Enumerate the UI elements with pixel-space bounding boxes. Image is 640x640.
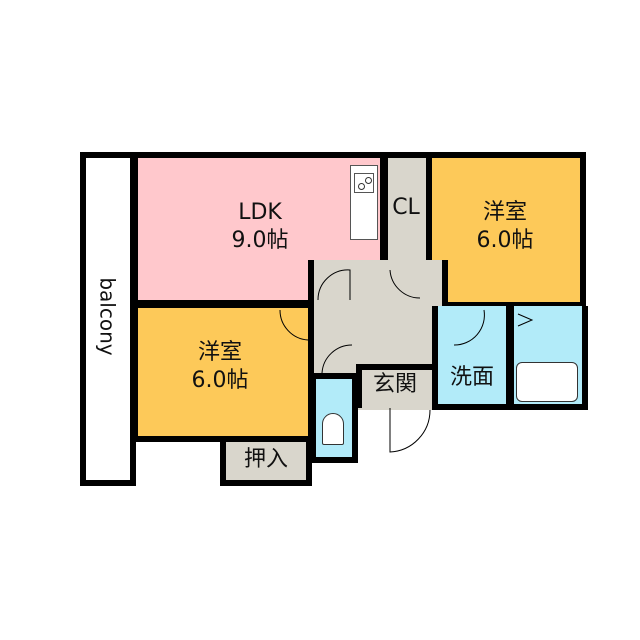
bathtub-icon [516,362,578,402]
western-2-size: 6.0帖 [191,368,249,393]
western-2-name: 洋室 [197,340,242,365]
oshiire-label: 押入 [243,447,288,472]
stove-icon [354,173,374,193]
room-ldk [132,152,386,306]
genkan-entrance [356,364,434,408]
ldk-size: 9.0帖 [231,228,289,253]
western-1-size: 6.0帖 [476,228,534,253]
toilet-icon [322,413,344,445]
room-western-1 [426,152,586,308]
ldk-name: LDK [238,200,282,225]
western-1-name: 洋室 [482,200,527,225]
cl-label: CL [392,195,420,220]
senmen-label: 洗面 [449,365,494,390]
genkan-label: 玄関 [372,372,417,397]
oshiire-closet [220,436,312,486]
